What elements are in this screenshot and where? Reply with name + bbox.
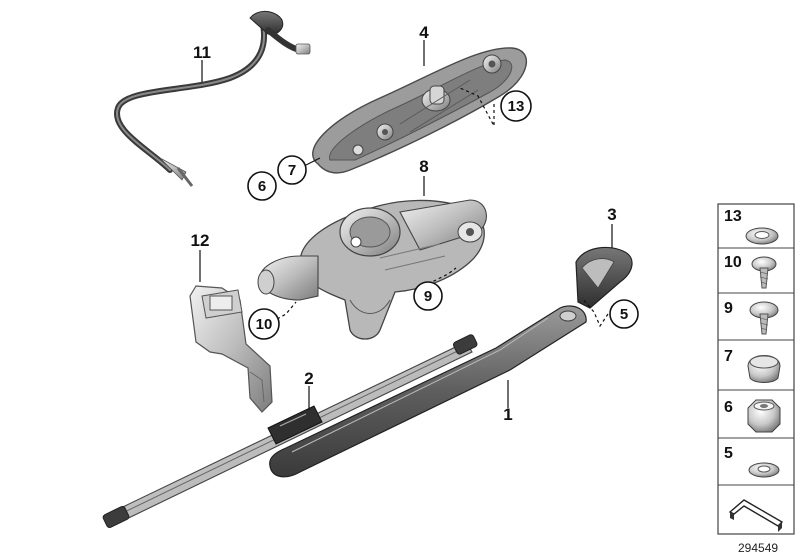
callout-12: 12 [191, 231, 210, 250]
callout-6-circle [247, 171, 277, 201]
callout-1: 1 [503, 405, 512, 424]
callouts: 1 2 3 4 5 6 7 8 9 10 11 12 13 [191, 23, 639, 424]
legend-label-10: 10 [724, 254, 742, 271]
callout-9-circle [413, 281, 443, 311]
callout-10-circle [248, 308, 280, 340]
callout-9: 9 [424, 288, 432, 305]
fastener-legend: 13 10 9 7 6 5 [717, 203, 795, 535]
screw-9-icon [749, 301, 779, 335]
callout-3: 3 [607, 205, 616, 224]
legend-label-5: 5 [724, 445, 733, 462]
wiper-arm-cap-part [575, 246, 633, 309]
document-number: 294549 [738, 541, 778, 555]
callout-8: 8 [419, 157, 428, 176]
legend-label-7: 7 [724, 348, 733, 365]
screw-10-icon [751, 256, 777, 289]
wiper-cover-bracket-part [312, 47, 528, 174]
callout-13-circle [500, 90, 532, 122]
wiper-arm-part [269, 305, 587, 478]
hex-nut-6-icon [747, 399, 781, 433]
callout-7-circle [277, 155, 307, 185]
wiper-motor-part [257, 199, 487, 340]
callout-11: 11 [193, 43, 211, 62]
wiper-bracket-part [189, 285, 273, 413]
callout-5-circle [609, 299, 639, 329]
callout-10: 10 [256, 316, 273, 333]
cap-7-icon [747, 355, 781, 383]
callout-2: 2 [304, 369, 313, 388]
washer-hose-part [114, 11, 311, 187]
legend-label-6: 6 [724, 399, 733, 416]
hex-nut-13-icon [745, 227, 779, 245]
direction-arrow-icon [728, 499, 784, 532]
legend-label-13: 13 [724, 208, 742, 225]
leader-lines [199, 40, 613, 410]
callout-7: 7 [288, 162, 296, 179]
washer-5-icon [748, 462, 780, 478]
callout-13: 13 [508, 98, 525, 115]
wiper-blade-part [102, 334, 478, 529]
callout-5: 5 [620, 306, 628, 323]
legend-label-9: 9 [724, 300, 733, 317]
callout-6: 6 [258, 178, 266, 195]
callout-4: 4 [419, 23, 429, 42]
